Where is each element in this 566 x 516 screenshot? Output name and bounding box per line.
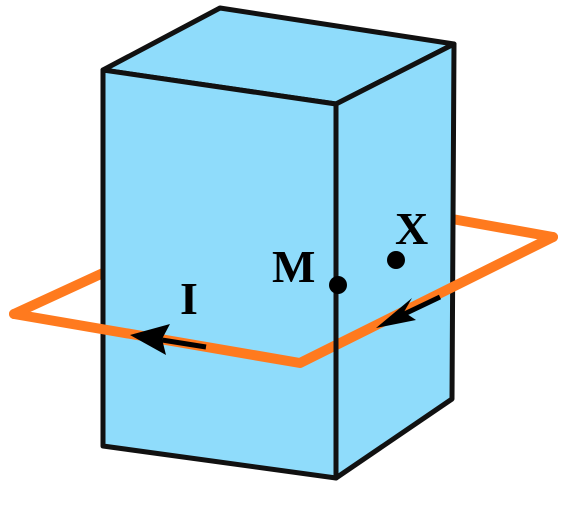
current-arrow-left <box>130 324 207 355</box>
current-arrow-right <box>376 294 442 328</box>
point-x-label: X <box>395 203 428 254</box>
point-m-dot <box>329 276 347 294</box>
current-loop-front-segment <box>9 232 558 368</box>
point-m-label: M <box>272 241 315 292</box>
current-label: I <box>180 273 198 324</box>
point-x-dot <box>387 251 405 269</box>
current-loop-back-right-segment <box>447 214 558 242</box>
current-loop-back-segment <box>9 268 108 319</box>
